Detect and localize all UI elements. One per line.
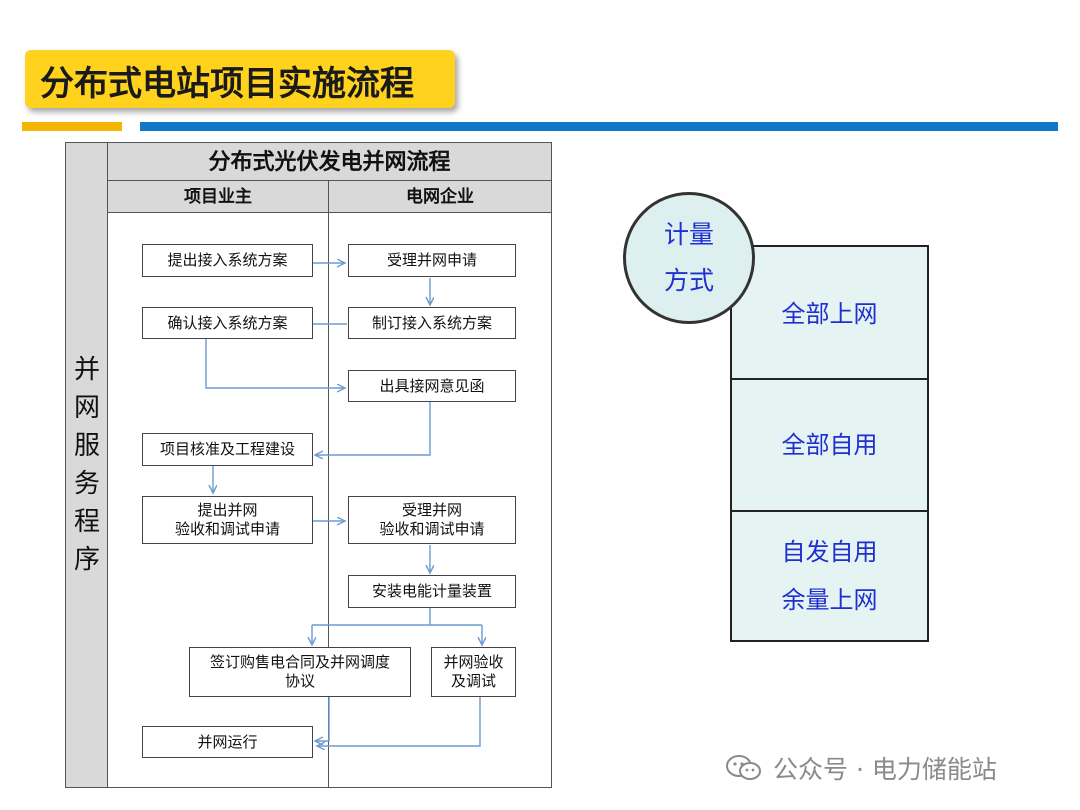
- arrow-acceptance-to-operation: [317, 697, 481, 746]
- page-title: 分布式电站项目实施流程: [40, 64, 414, 104]
- node-propose-scheme: 提出接入系统方案: [142, 244, 313, 277]
- node-accept-application: 受理并网申请: [348, 244, 516, 277]
- metering-modes-table: 全部上网 全部自用 自发自用 余量上网: [730, 245, 929, 642]
- column-header-owner: 项目业主: [108, 181, 328, 213]
- arrow-confirm-to-opinion: [205, 339, 345, 388]
- watermark-text: 公众号 · 电力储能站: [773, 755, 997, 784]
- title-banner: [25, 50, 455, 108]
- mode-self-use-label: 全部自用: [781, 431, 878, 459]
- node-issue-opinion: 出具接网意见函: [348, 370, 516, 402]
- mode-full-grid-label: 全部上网: [781, 300, 878, 328]
- mode-self-use: 全部自用: [732, 378, 927, 510]
- accent-bar-yellow: [22, 122, 122, 131]
- node-sign-contract: 签订购售电合同及并网调度 协议: [189, 647, 411, 697]
- node-formulate-scheme: 制订接入系统方案: [348, 307, 516, 339]
- node-confirm-scheme: 确认接入系统方案: [142, 307, 313, 339]
- node-submit-acceptance: 提出并网 验收和调试申请: [142, 496, 313, 544]
- column-header-grid: 电网企业: [329, 181, 551, 213]
- watermark: 公众号 · 电力储能站: [725, 750, 997, 786]
- mode-self-use-surplus-label: 自发自用 余量上网: [781, 538, 878, 614]
- node-grid-operation: 并网运行: [142, 726, 313, 758]
- node-accept-acceptance: 受理并网 验收和调试申请: [348, 496, 516, 544]
- metering-method-circle: 计量 方式: [623, 192, 755, 324]
- metering-method-label: 计量 方式: [663, 220, 714, 295]
- flowchart-title: 分布式光伏发电并网流程: [108, 143, 551, 181]
- accent-bar-blue: [140, 122, 1058, 131]
- column-divider: [328, 181, 329, 787]
- side-label: 并 网 服 务 程 序: [73, 355, 100, 575]
- arrow-opinion-to-approval: [315, 402, 431, 455]
- side-panel: [66, 143, 108, 787]
- mode-self-use-surplus: 自发自用 余量上网: [732, 510, 927, 640]
- mode-full-grid: 全部上网: [732, 247, 927, 378]
- wechat-icon: [726, 755, 761, 780]
- arrow-contract-to-operation: [315, 697, 330, 741]
- node-install-meter: 安装电能计量装置: [348, 575, 516, 608]
- node-grid-acceptance: 并网验收 及调试: [431, 647, 516, 697]
- node-approval-construction: 项目核准及工程建设: [142, 433, 313, 466]
- flowchart: 并 网 服 务 程 序 分布式光伏发电并网流程 项目业主 电网企业 提出接入系统: [65, 142, 552, 788]
